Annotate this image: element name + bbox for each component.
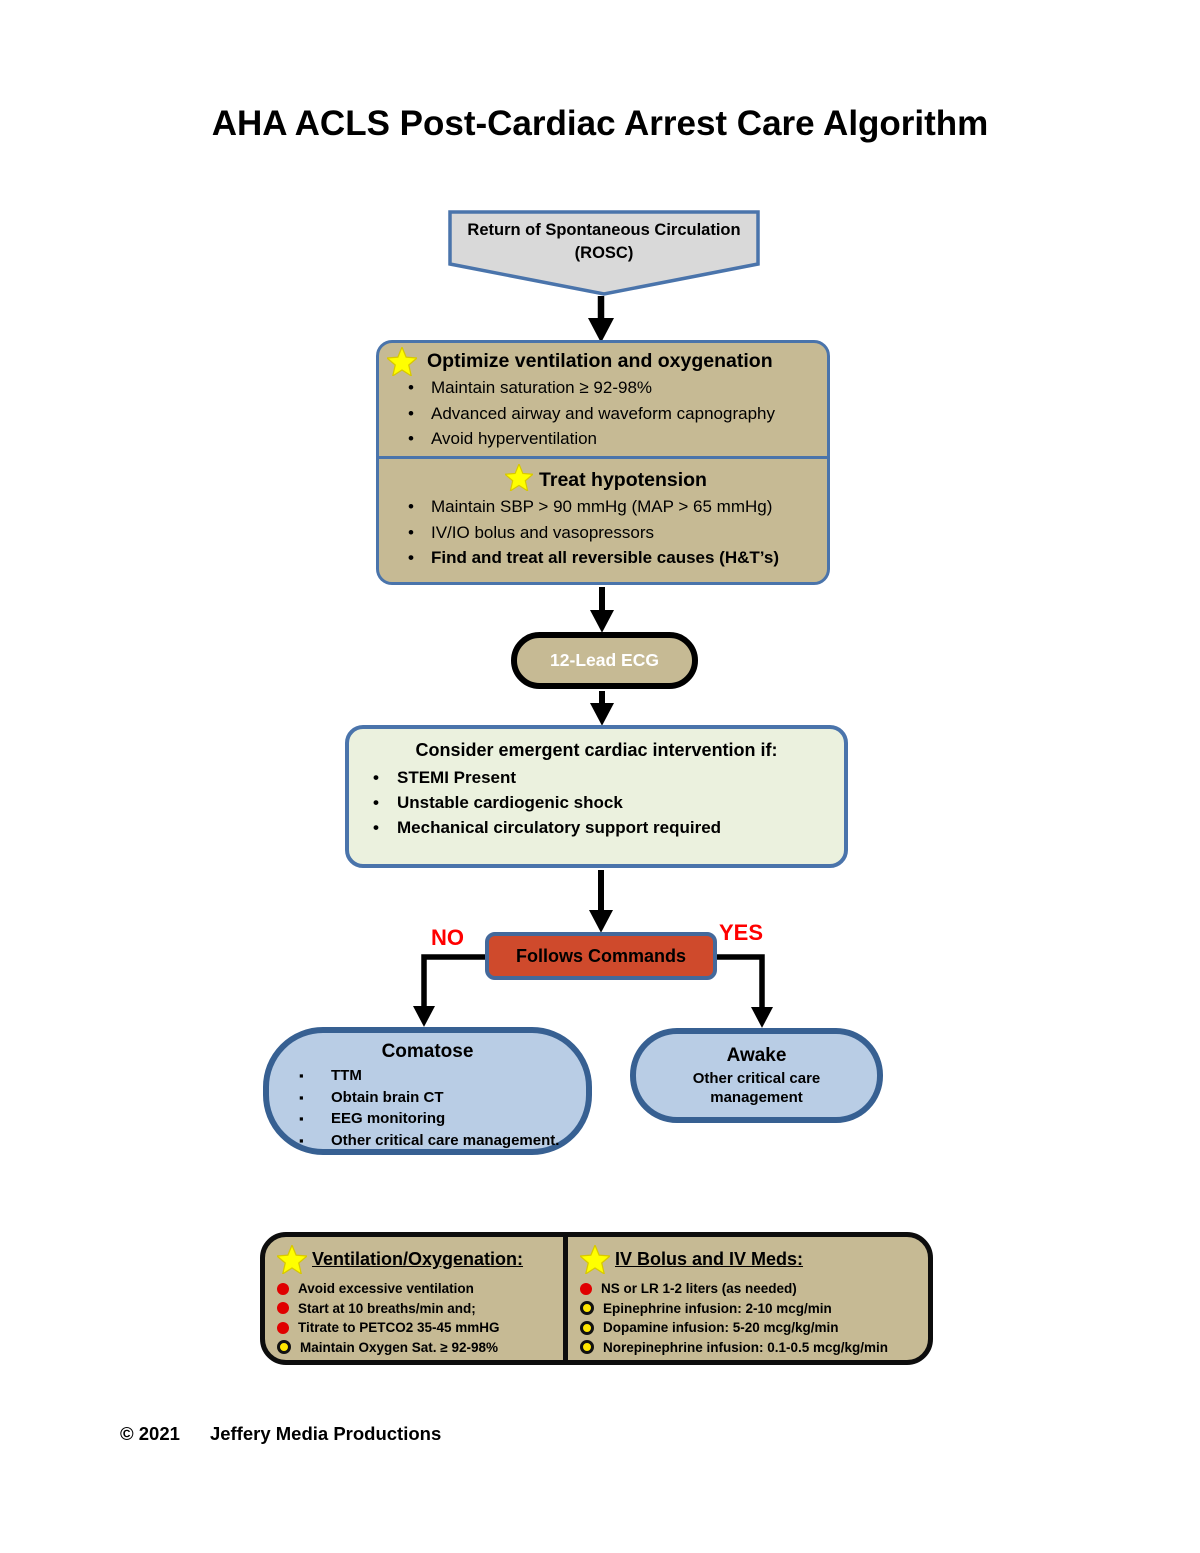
bullet-dot-icon <box>580 1282 592 1295</box>
iv-column: IV Bolus and IV Meds: NS or LR 1-2 liter… <box>568 1237 928 1360</box>
bullet-item: Avoid hyperventilation <box>393 426 819 452</box>
reference-item: Start at 10 breaths/min and; <box>277 1299 559 1319</box>
bullet-item: Mechanical circulatory support required <box>349 815 844 840</box>
ventilation-heading: Ventilation/Oxygenation: <box>312 1249 524 1269</box>
bullet-item: TTM <box>269 1065 586 1087</box>
ecg-label: 12-Lead ECG <box>550 650 659 670</box>
treat-heading: Treat hypotension <box>539 469 707 491</box>
arrow-yes-branch <box>715 954 773 1028</box>
bullet-item-emphasis: Find and treat all reversible causes (H&… <box>393 545 819 571</box>
iv-heading: IV Bolus and IV Meds: <box>615 1249 804 1269</box>
star-icon <box>503 462 535 493</box>
reference-item: Dopamine infusion: 5-20 mcg/kg/min <box>580 1318 924 1338</box>
optimize-bullet-list: Maintain saturation ≥ 92-98% Advanced ai… <box>393 375 819 452</box>
bullet-dot-icon <box>277 1282 289 1295</box>
bullet-item: EEG monitoring <box>269 1108 586 1130</box>
reference-item-text: Start at 10 breaths/min and; <box>298 1300 476 1316</box>
bullet-item: Maintain SBP > 90 mmHg (MAP > 65 mmHg) <box>393 494 819 520</box>
footer-copyright: © 2021 Jeffery Media Productions <box>120 1423 441 1445</box>
bullet-dot-icon <box>277 1302 289 1315</box>
copyright-year: © 2021 <box>120 1423 180 1444</box>
bullet-dot-icon <box>277 1321 289 1334</box>
reference-box: Ventilation/Oxygenation: Avoid excessive… <box>260 1232 933 1365</box>
bullet-dot-icon <box>580 1340 594 1355</box>
optimize-heading: Optimize ventilation and oxygenation <box>427 350 773 372</box>
page-title: AHA ACLS Post-Cardiac Arrest Care Algori… <box>211 104 989 143</box>
follows-commands-node: Follows Commands <box>485 932 717 980</box>
bullet-dot-icon <box>580 1320 594 1335</box>
reference-item-text: Dopamine infusion: 5-20 mcg/kg/min <box>603 1320 839 1335</box>
no-branch-label: NO <box>431 925 464 950</box>
reference-item: Norepinephrine infusion: 0.1-0.5 mcg/kg/… <box>580 1338 924 1358</box>
reference-item-text: Maintain Oxygen Sat. ≥ 92-98% <box>300 1339 498 1355</box>
reference-item: Avoid excessive ventilation <box>277 1279 559 1299</box>
treat-bullet-list: Maintain SBP > 90 mmHg (MAP > 65 mmHg) I… <box>393 494 819 571</box>
reference-item: Maintain Oxygen Sat. ≥ 92-98% <box>277 1338 559 1358</box>
iv-heading-row: IV Bolus and IV Meds: <box>580 1245 924 1274</box>
treat-section: Treat hypotension Maintain SBP > 90 mmHg… <box>379 459 827 571</box>
reference-item: NS or LR 1-2 liters (as needed) <box>580 1279 924 1299</box>
star-icon <box>580 1245 610 1274</box>
bullet-item: IV/IO bolus and vasopressors <box>393 520 819 546</box>
ecg-node: 12-Lead ECG <box>511 632 698 689</box>
rosc-line2: (ROSC) <box>574 244 634 262</box>
bullet-item: Obtain brain CT <box>269 1087 586 1109</box>
bullet-item: Maintain saturation ≥ 92-98% <box>393 375 819 401</box>
reference-item-text: Avoid excessive ventilation <box>298 1281 474 1296</box>
reference-item-text: NS or LR 1-2 liters (as needed) <box>601 1281 797 1296</box>
ventilation-items: Avoid excessive ventilation Start at 10 … <box>277 1279 559 1357</box>
rosc-label: Return of Spontaneous Circulation (ROSC) <box>448 219 760 265</box>
star-icon <box>387 347 417 376</box>
bullet-dot-icon <box>277 1340 291 1355</box>
bullet-dot-icon <box>580 1301 594 1316</box>
awake-heading: Awake <box>726 1045 787 1066</box>
reference-item: Titrate to PETCO2 35-45 mmHG <box>277 1318 559 1338</box>
treat-heading-row: Treat hypotension <box>393 462 819 493</box>
ventilation-heading-row: Ventilation/Oxygenation: <box>277 1245 559 1274</box>
bullet-item: Other critical care management. <box>269 1130 586 1152</box>
consider-node: Consider emergent cardiac intervention i… <box>345 725 848 868</box>
awake-node: Awake Other critical care management <box>630 1028 883 1123</box>
consider-heading: Consider emergent cardiac intervention i… <box>415 740 778 760</box>
copyright-owner: Jeffery Media Productions <box>209 1423 442 1444</box>
awake-subtext: Other critical care management <box>692 1070 821 1106</box>
bullet-item: STEMI Present <box>349 765 844 790</box>
pentagon-shape <box>448 210 760 296</box>
consider-bullet-list: STEMI Present Unstable cardiogenic shock… <box>349 765 844 840</box>
reference-item: Epinephrine infusion: 2-10 mcg/min <box>580 1299 924 1319</box>
optimize-section: Optimize ventilation and oxygenation Mai… <box>379 343 827 459</box>
comatose-bullet-list: TTM Obtain brain CT EEG monitoring Other… <box>269 1065 586 1151</box>
comatose-node: Comatose TTM Obtain brain CT EEG monitor… <box>263 1027 592 1155</box>
reference-item-text: Titrate to PETCO2 35-45 mmHG <box>298 1320 500 1335</box>
bullet-item: Unstable cardiogenic shock <box>349 790 844 815</box>
reference-item-text: Epinephrine infusion: 2-10 mcg/min <box>603 1300 832 1316</box>
arrow-no-branch <box>413 954 487 1027</box>
optimize-treat-box: Optimize ventilation and oxygenation Mai… <box>376 340 830 585</box>
rosc-node: Return of Spontaneous Circulation (ROSC) <box>448 210 760 298</box>
yes-branch-label: YES <box>719 920 764 945</box>
ventilation-column: Ventilation/Oxygenation: Avoid excessive… <box>265 1237 568 1360</box>
reference-item-text: Norepinephrine infusion: 0.1-0.5 mcg/kg/… <box>603 1339 889 1355</box>
rosc-line1: Return of Spontaneous Circulation <box>467 221 741 239</box>
comatose-heading: Comatose <box>381 1041 474 1062</box>
iv-items: NS or LR 1-2 liters (as needed) Epinephr… <box>580 1279 924 1357</box>
bullet-item: Advanced airway and waveform capnography <box>393 401 819 427</box>
follows-commands-label: Follows Commands <box>515 945 686 966</box>
star-icon <box>277 1245 307 1274</box>
